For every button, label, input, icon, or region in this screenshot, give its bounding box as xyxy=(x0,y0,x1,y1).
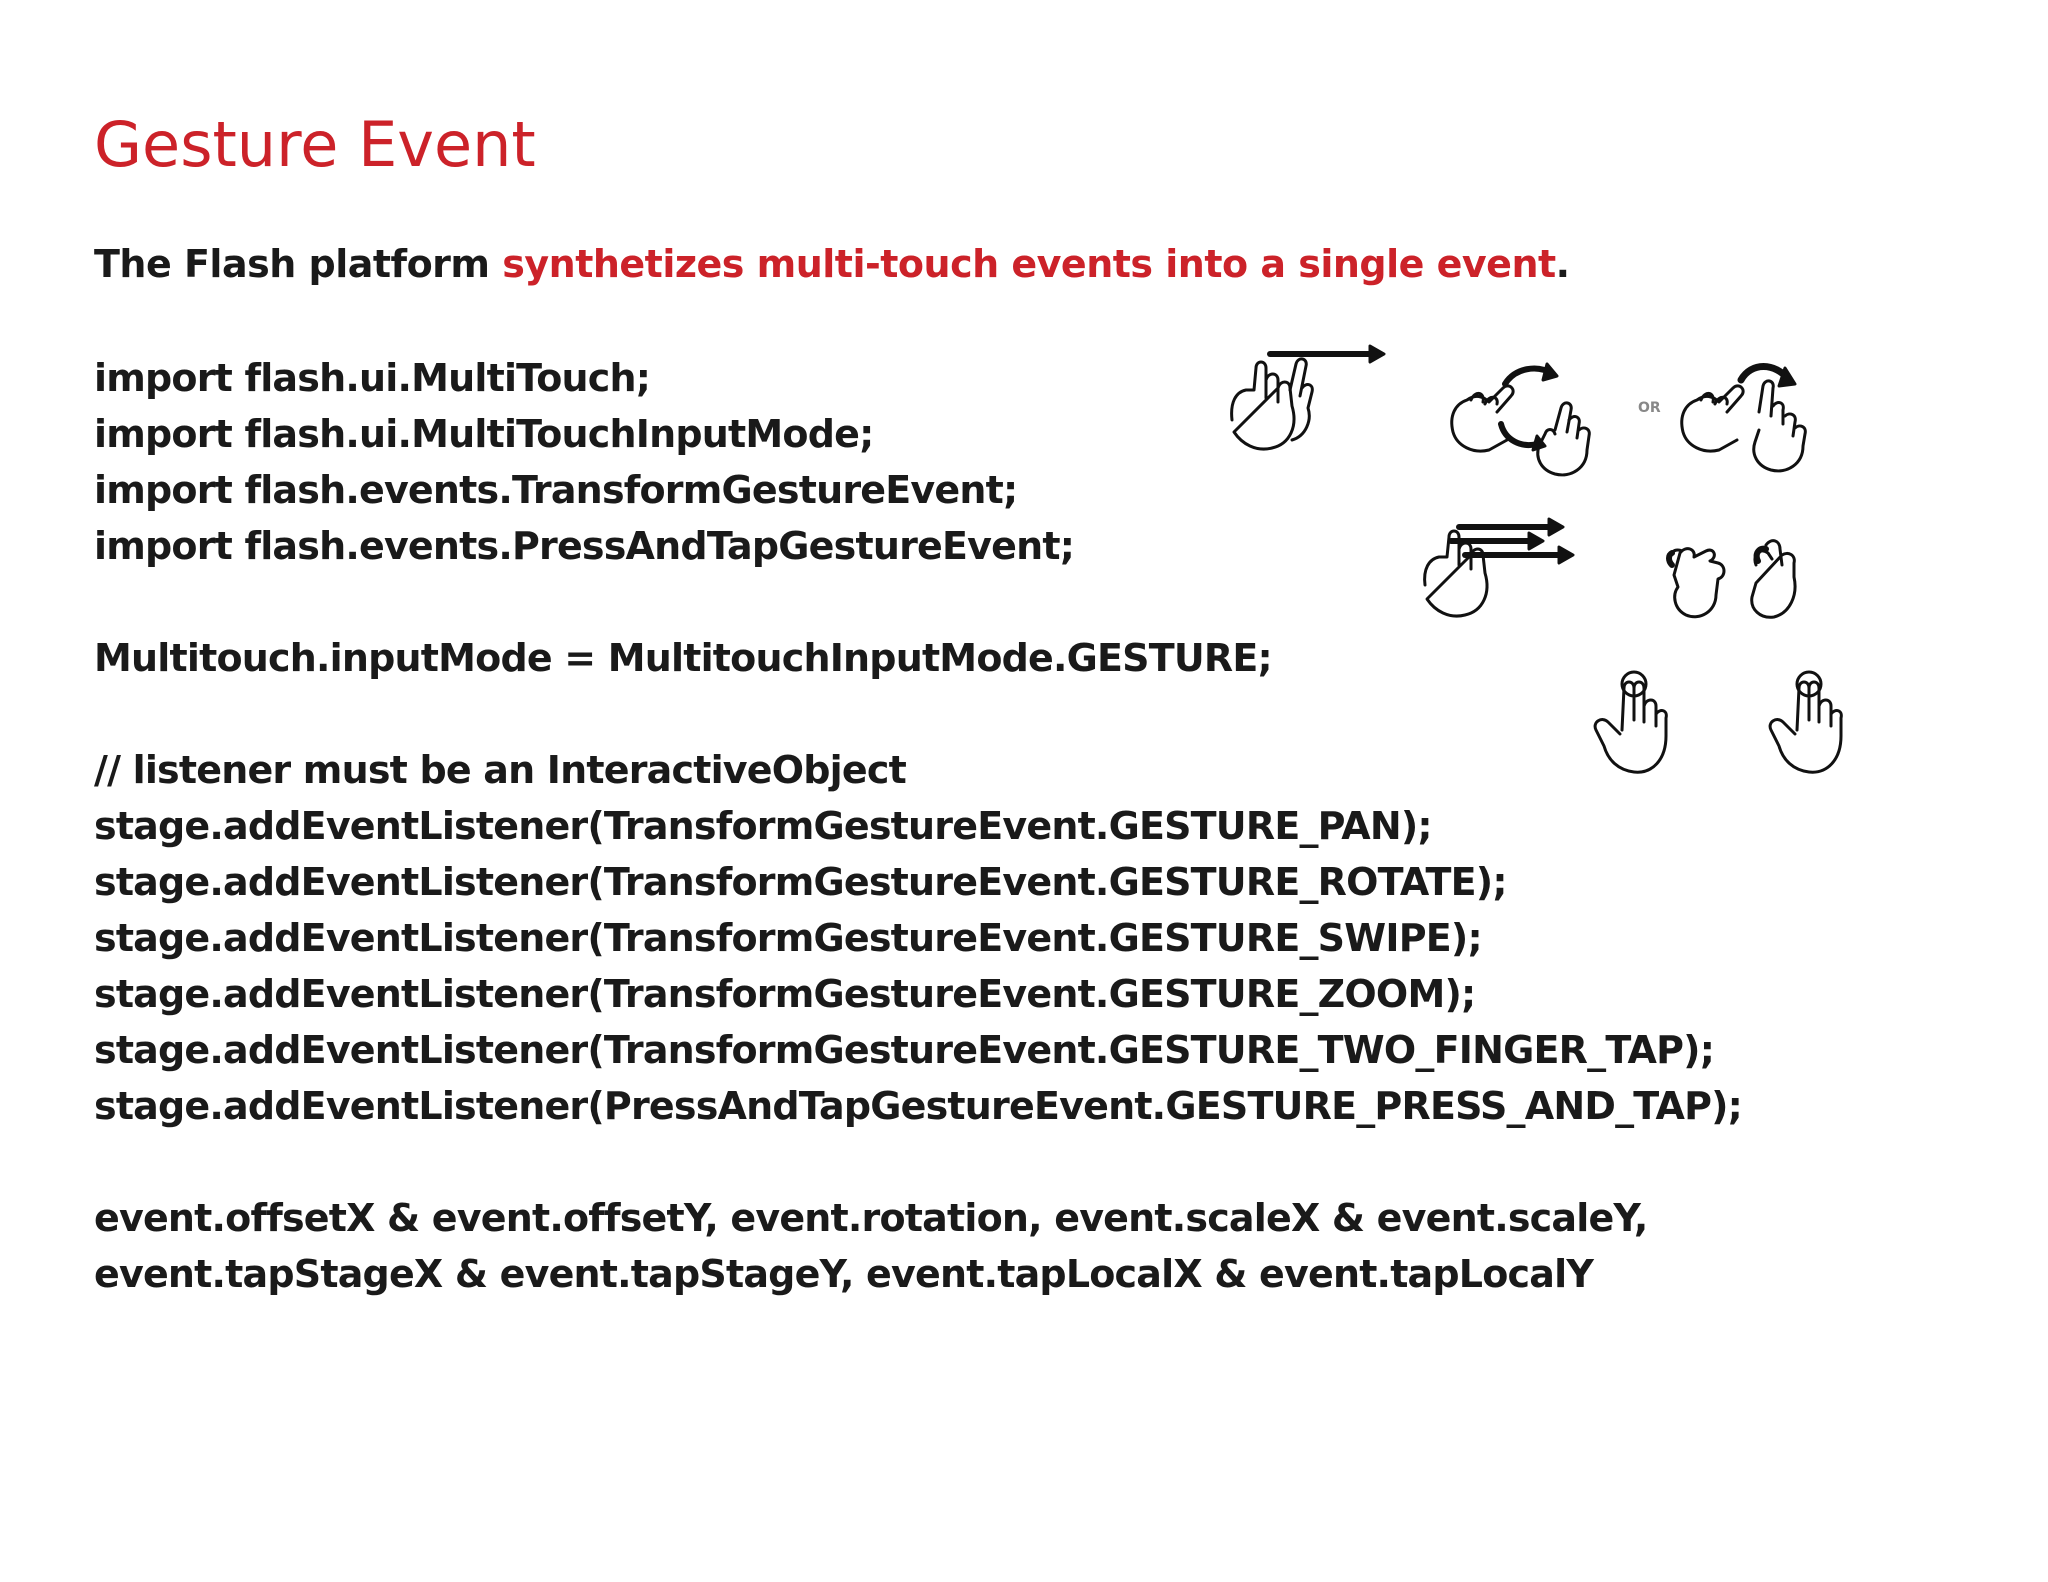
code-line: stage.addEventListener(TransformGestureE… xyxy=(94,860,1508,904)
intro-text: The Flash platform xyxy=(94,242,503,286)
code-line: import flash.ui.MultiTouchInputMode; xyxy=(94,412,874,456)
import-statements: import flash.ui.MultiTouch; import flash… xyxy=(94,350,1075,574)
press-and-tap-icon xyxy=(1768,670,1843,774)
code-line: stage.addEventListener(TransformGestureE… xyxy=(94,804,1433,848)
pan-gesture-icon xyxy=(1230,344,1386,451)
rotate-alt-gesture-icon xyxy=(1680,363,1807,473)
intro-sentence: The Flash platform synthetizes multi-tou… xyxy=(94,242,1570,286)
rotate-gesture-icon xyxy=(1450,362,1591,477)
intro-highlight: synthetizes multi-touch events into a si… xyxy=(502,242,1556,286)
two-finger-tap-icon xyxy=(1593,670,1668,774)
code-line: stage.addEventListener(TransformGestureE… xyxy=(94,916,1483,960)
event-properties: event.offsetX & event.offsetY, event.rot… xyxy=(94,1190,1648,1302)
code-line: stage.addEventListener(TransformGestureE… xyxy=(94,1028,1715,1072)
zoom-gesture-icon xyxy=(1666,539,1797,619)
gesture-illustrations: OR xyxy=(1220,340,1880,790)
or-label: OR xyxy=(1638,400,1661,416)
listener-statements: // listener must be an InteractiveObject… xyxy=(94,742,1743,1134)
swipe-gesture-icon xyxy=(1423,517,1575,618)
code-line: import flash.events.PressAndTapGestureEv… xyxy=(94,524,1075,568)
code-comment: // listener must be an InteractiveObject xyxy=(94,748,907,792)
slide-title: Gesture Event xyxy=(94,108,536,181)
input-mode-statement: Multitouch.inputMode = MultitouchInputMo… xyxy=(94,630,1273,686)
gesture-icons-svg: OR xyxy=(1230,344,1843,774)
code-line: import flash.ui.MultiTouch; xyxy=(94,356,651,400)
code-line: import flash.events.TransformGestureEven… xyxy=(94,468,1018,512)
intro-period: . xyxy=(1555,242,1570,286)
code-line: stage.addEventListener(TransformGestureE… xyxy=(94,972,1476,1016)
code-line: event.offsetX & event.offsetY, event.rot… xyxy=(94,1196,1648,1240)
code-line: Multitouch.inputMode = MultitouchInputMo… xyxy=(94,636,1273,680)
code-line: event.tapStageX & event.tapStageY, event… xyxy=(94,1252,1594,1296)
code-line: stage.addEventListener(PressAndTapGestur… xyxy=(94,1084,1743,1128)
